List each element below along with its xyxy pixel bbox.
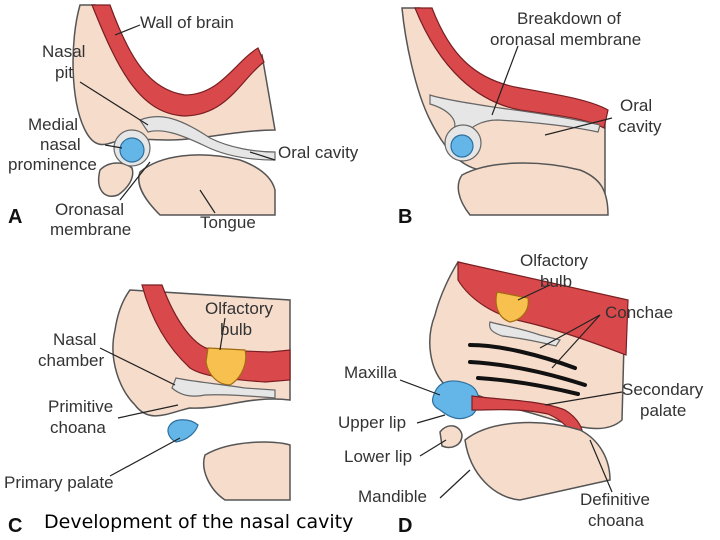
label-medial-line3: prominence [8,155,97,174]
panel-d-lower-lip [439,425,463,449]
label-conchae: Conchae [605,303,673,322]
panel-c: Olfactory bulb Nasal chamber Primitive c… [4,284,291,537]
label-wall-of-brain: Wall of brain [140,13,234,32]
label-mandible: Mandible [358,487,427,506]
panel-c-lower-jaw [203,441,291,501]
label-secondary-line2: palate [640,401,686,420]
panel-a-tongue [138,154,276,216]
label-oral-cavity: Oral cavity [278,143,359,162]
label-breakdown-line1: Breakdown of [517,9,621,28]
panel-b-tongue [457,162,609,216]
panel-a-lower-tissue [98,162,134,197]
panel-c-olfactory-bulb [205,347,247,386]
label-primary-palate: Primary palate [4,473,114,492]
leader-c-primary [109,437,181,477]
label-nasal-pit-line2: pit [55,63,73,82]
panel-d-maxilla [432,380,480,420]
label-definitive-line2: choana [588,511,644,530]
leader-a-oral [249,151,276,161]
leader-d-upper-lip [416,414,446,424]
label-secondary-line1: Secondary [622,380,704,399]
panel-letter-d: D [398,515,412,537]
leader-c-olfactory [219,317,226,351]
panel-d-concha-middle [468,360,587,387]
label-definitive-line1: Definitive [580,490,650,509]
leader-d-mandible [439,469,471,499]
label-nasal-chamber-line2: chamber [38,351,104,370]
label-c-olfactory-line2: bulb [220,320,252,339]
panel-d-concha-lower [476,376,580,396]
leader-c-nasal-chamber [99,347,176,386]
label-maxilla: Maxilla [344,363,397,382]
label-c-olfactory-line1: Olfactory [205,299,274,318]
panel-a-brain-wall [91,4,265,117]
panel-d-epithelium [489,321,561,347]
label-breakdown-line2: oronasal membrane [490,30,641,49]
label-oral-line2: cavity [618,117,662,136]
leader-a-tongue [199,189,216,214]
panel-letter-c: C [8,515,22,537]
label-oral-line1: Oral [620,96,652,115]
label-primitive-line1: Primitive [48,397,113,416]
leader-d-maxilla [399,379,441,396]
label-nasal-pit-line1: Nasal [42,42,85,61]
leader-d-olfactory [517,284,551,301]
label-d-olfactory-line2: bulb [540,272,572,291]
leader-d-secondary [544,391,623,406]
panel-b: Breakdown of oronasal membrane Oral cavi… [398,7,662,228]
leader-d-conchae-2 [551,314,601,369]
panel-letter-b: B [398,206,412,228]
panel-c-brain-wall [141,284,291,383]
label-oronasal-line2: membrane [50,220,131,239]
leader-d-lower-lip [419,439,447,457]
panel-letter-a: A [8,206,22,228]
label-tongue: Tongue [200,213,256,232]
leader-a-medial [104,144,123,149]
figure-caption: Development of the nasal cavity [44,511,353,533]
leader-b-oral [544,117,613,136]
leader-d-definitive [589,439,613,493]
label-primitive-line2: choana [50,418,106,437]
panel-d-concha-upper [468,343,577,370]
panel-a-medial-nasal-prominence [119,137,145,163]
label-medial-line1: Medial [28,115,78,134]
panel-b-medial-nasal-prominence [450,134,474,158]
leader-a-wall [114,24,141,36]
leader-d-conchae-1 [539,314,601,349]
label-medial-line2: nasal [40,135,81,154]
label-lower-lip: Lower lip [344,447,412,466]
leader-a-oronasal [119,161,151,201]
leader-a-nasal-pit [79,81,149,126]
label-upper-lip: Upper lip [338,413,406,432]
panel-d: Olfactory bulb Conchae Maxilla Secondary… [338,251,704,537]
panel-c-primary-palate [167,419,199,443]
panel-a: Wall of brain Nasal pit Medial nasal pro… [8,4,359,239]
leader-b-breakdown [491,45,519,116]
leader-c-primitive [117,404,179,419]
panel-d-mandible [464,421,611,501]
label-oronasal-line1: Oronasal [55,200,124,219]
panel-c-epithelium [171,377,276,399]
panel-a-oronasal-membrane [139,116,276,161]
label-nasal-chamber-line1: Nasal [53,330,96,349]
label-d-olfactory-line1: Olfactory [520,251,589,270]
